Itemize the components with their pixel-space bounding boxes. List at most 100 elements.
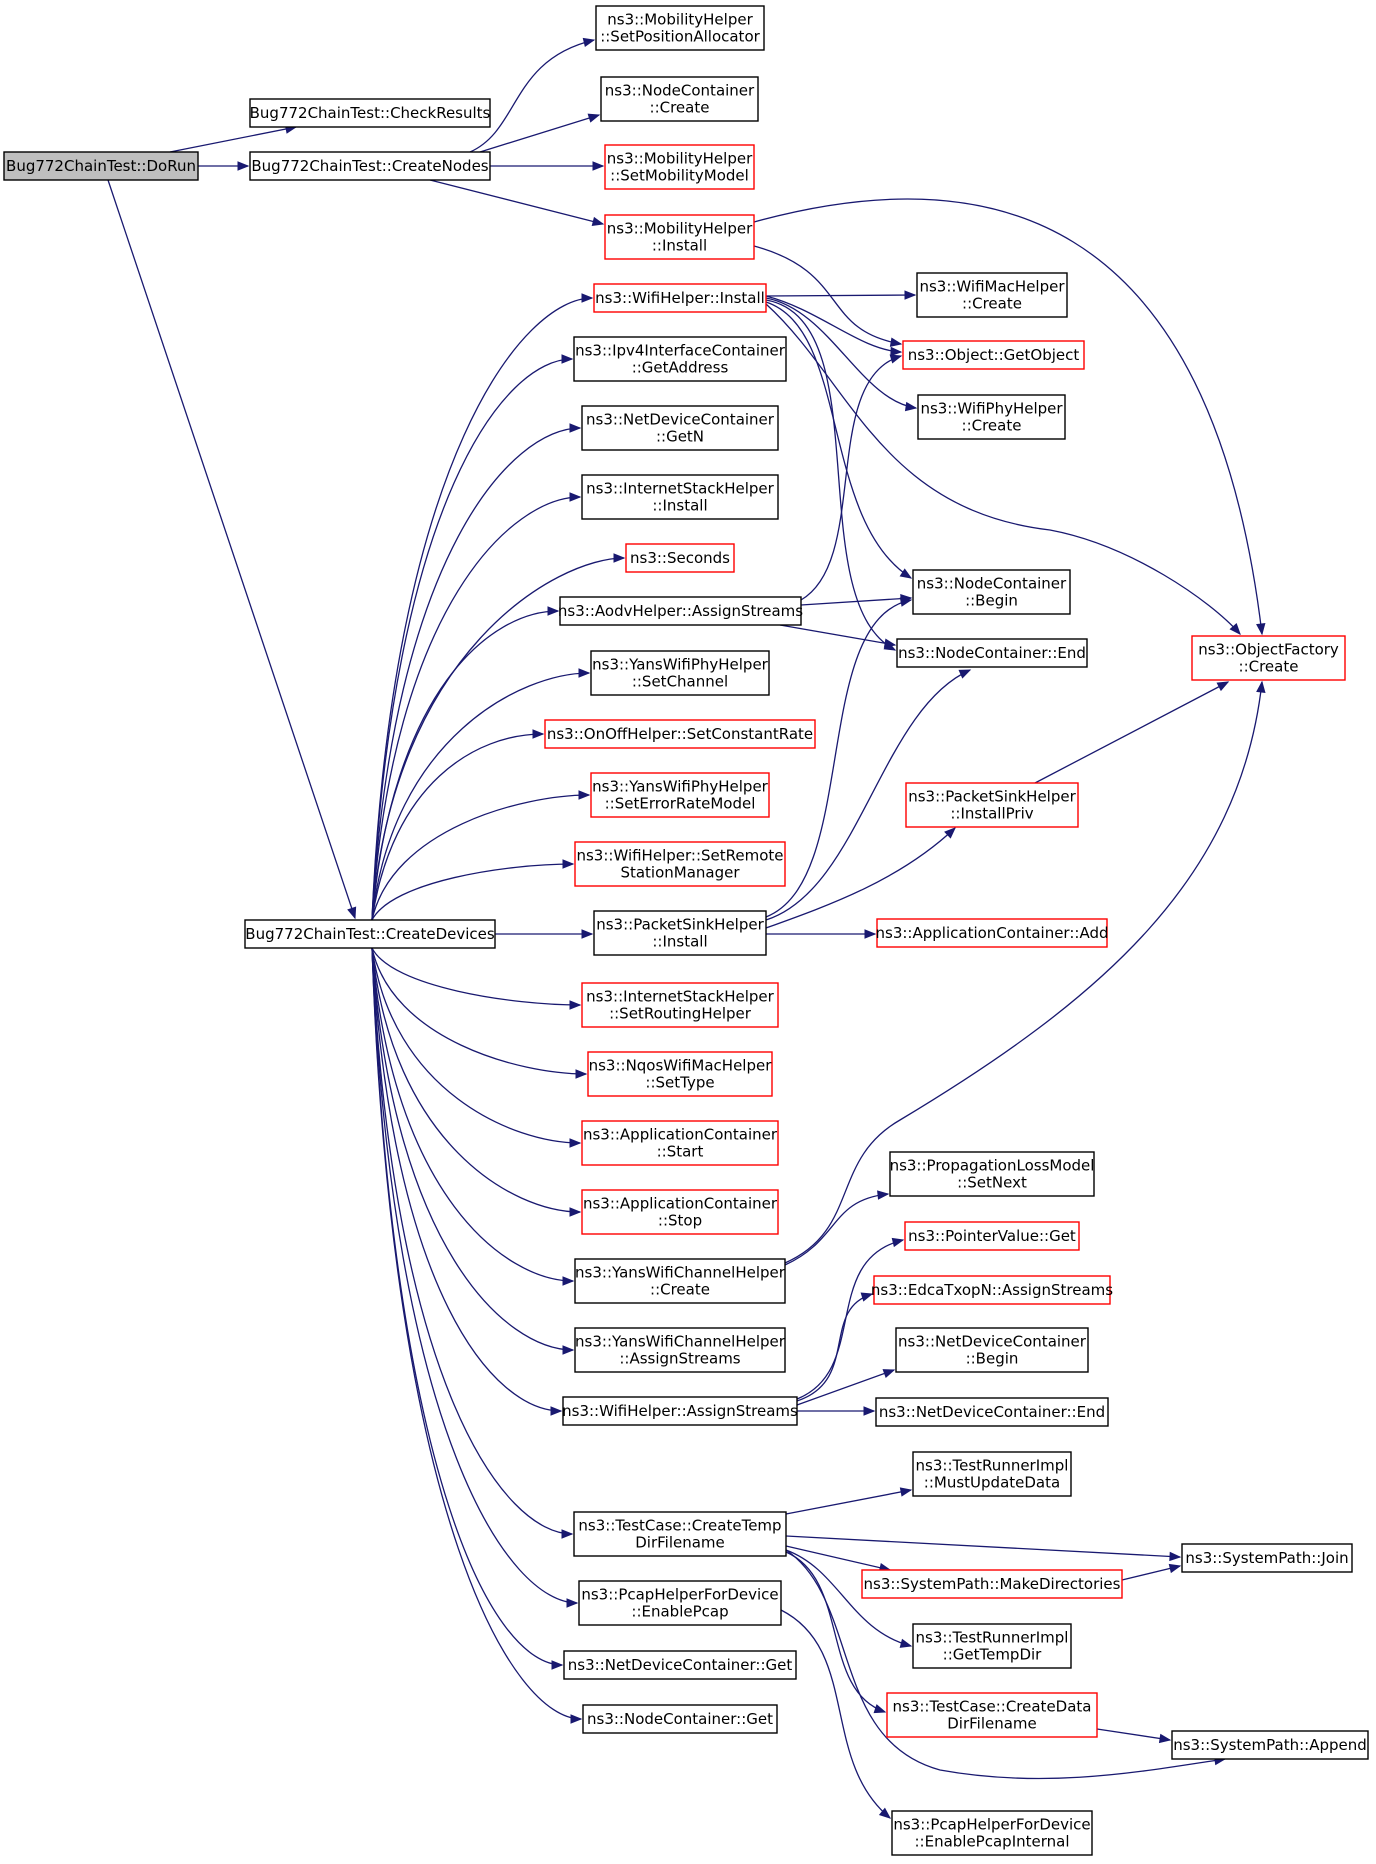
node-pshInstallPriv[interactable]: ns3::PacketSinkHelper::InstallPriv bbox=[905, 782, 1079, 828]
node-label: Bug772ChainTest::DoRun bbox=[6, 157, 196, 175]
edge-mobInstall-to-objGetObject bbox=[753, 245, 903, 347]
node-box bbox=[593, 283, 767, 313]
node-box bbox=[581, 982, 779, 1028]
node-pcapEnable[interactable]: ns3::PcapHelperForDevice::EnablePcap bbox=[578, 1580, 782, 1626]
node-label: ns3::NetDeviceContainer bbox=[898, 1333, 1087, 1351]
node-box bbox=[573, 336, 787, 382]
node-ndcBegin[interactable]: ns3::NetDeviceContainer::Begin bbox=[895, 1327, 1089, 1373]
edge-createDevices-to-appStart bbox=[371, 947, 582, 1148]
node-label: ns3::NodeContainer bbox=[917, 575, 1067, 593]
node-pcapInternal[interactable]: ns3::PcapHelperForDevice::EnablePcapInte… bbox=[891, 1810, 1093, 1856]
node-yansPhySetChannel[interactable]: ns3::YansWifiPhyHelper::SetChannel bbox=[590, 650, 770, 696]
node-plmSetNext[interactable]: ns3::PropagationLossModel::SetNext bbox=[889, 1151, 1095, 1197]
node-box bbox=[861, 1569, 1123, 1599]
node-label: ::Begin bbox=[966, 1350, 1019, 1368]
node-label: ns3::Ipv4InterfaceContainer bbox=[575, 342, 786, 360]
node-spJoin[interactable]: ns3::SystemPath::Join bbox=[1181, 1543, 1353, 1573]
node-aodvAssign[interactable]: ns3::AodvHelper::AssignStreams bbox=[558, 596, 803, 626]
node-label: ::EnablePcapInternal bbox=[914, 1833, 1069, 1851]
edge-pshInstallPriv-to-objFactCreate bbox=[1034, 681, 1230, 784]
node-label: ns3::YansWifiChannelHelper bbox=[575, 1333, 786, 1351]
node-createNodes[interactable]: Bug772ChainTest::CreateNodes bbox=[249, 151, 491, 181]
node-appStart[interactable]: ns3::ApplicationContainer::Start bbox=[581, 1120, 779, 1166]
node-wifiAssign[interactable]: ns3::WifiHelper::AssignStreams bbox=[562, 1396, 798, 1426]
edge-yansChCreate-to-plmSetNext bbox=[784, 1190, 890, 1266]
node-pshInstall[interactable]: ns3::PacketSinkHelper::Install bbox=[593, 910, 767, 956]
node-spAppend[interactable]: ns3::SystemPath::Append bbox=[1171, 1730, 1369, 1760]
edge-yansChCreate-to-objFactCreate bbox=[784, 680, 1266, 1264]
node-trGetTemp[interactable]: ns3::TestRunnerImpl::GetTempDir bbox=[912, 1623, 1072, 1669]
node-box bbox=[625, 543, 735, 573]
edge-mobInstall-to-objFactCreate bbox=[753, 198, 1266, 636]
edge-wifiInstall-to-objFactCreate bbox=[765, 303, 1241, 636]
node-checkResults[interactable]: Bug772ChainTest::CheckResults bbox=[249, 98, 491, 128]
node-label: ns3::NodeContainer::Get bbox=[587, 1710, 773, 1728]
node-box bbox=[886, 1692, 1098, 1738]
node-label: ns3::WifiMacHelper bbox=[919, 278, 1065, 296]
edge-wifiInstall-to-wifiPhyCreate bbox=[765, 297, 918, 412]
node-wifiMacCreate[interactable]: ns3::WifiMacHelper::Create bbox=[916, 272, 1068, 318]
node-box bbox=[889, 1151, 1095, 1197]
node-createDevices[interactable]: Bug772ChainTest::CreateDevices bbox=[244, 919, 496, 949]
edge-tcCreateTemp-to-tcCreateData bbox=[785, 1551, 887, 1714]
node-label: ns3::Object::GetObject bbox=[908, 346, 1080, 364]
node-box bbox=[917, 394, 1066, 440]
node-nqosSetType[interactable]: ns3::NqosWifiMacHelper::SetType bbox=[587, 1051, 773, 1097]
edge-createDevices-to-aodvAssign bbox=[371, 606, 560, 921]
node-label: ns3::PropagationLossModel bbox=[890, 1157, 1095, 1175]
node-label: ns3::WifiHelper::Install bbox=[595, 289, 765, 307]
node-seconds[interactable]: ns3::Seconds bbox=[625, 543, 735, 573]
node-wifiPhyCreate[interactable]: ns3::WifiPhyHelper::Create bbox=[917, 394, 1066, 440]
node-ncCreate[interactable]: ns3::NodeContainer::Create bbox=[600, 76, 759, 122]
node-yansChAssign[interactable]: ns3::YansWifiChannelHelper::AssignStream… bbox=[574, 1327, 786, 1373]
node-label: ::SetNext bbox=[957, 1174, 1027, 1192]
node-appStop[interactable]: ns3::ApplicationContainer::Stop bbox=[581, 1189, 779, 1235]
node-ncBegin[interactable]: ns3::NodeContainer::Begin bbox=[912, 569, 1071, 615]
node-onoffSetRate[interactable]: ns3::OnOffHelper::SetConstantRate bbox=[544, 719, 816, 749]
node-label: ::Create bbox=[650, 1281, 710, 1299]
edge-wifiAssign-to-ndcEnd bbox=[797, 1406, 876, 1416]
node-box bbox=[896, 638, 1088, 668]
node-mobSetPos[interactable]: ns3::MobilityHelper::SetPositionAllocato… bbox=[595, 5, 765, 51]
node-ndcGet[interactable]: ns3::NetDeviceContainer::Get bbox=[563, 1650, 797, 1680]
node-yansPhySetErr[interactable]: ns3::YansWifiPhyHelper::SetErrorRateMode… bbox=[590, 772, 770, 818]
node-box bbox=[600, 76, 759, 122]
node-label: ns3::OnOffHelper::SetConstantRate bbox=[547, 725, 813, 743]
node-box bbox=[581, 1189, 779, 1235]
node-ishInstall[interactable]: ns3::InternetStackHelper::Install bbox=[581, 474, 779, 520]
node-appAdd[interactable]: ns3::ApplicationContainer::Add bbox=[876, 918, 1109, 948]
node-spMakeDirs[interactable]: ns3::SystemPath::MakeDirectories bbox=[861, 1569, 1123, 1599]
node-box bbox=[581, 1120, 779, 1166]
node-ndcGetN[interactable]: ns3::NetDeviceContainer::GetN bbox=[581, 405, 779, 451]
node-label: ::Install bbox=[652, 497, 707, 515]
node-wifiInstall[interactable]: ns3::WifiHelper::Install bbox=[593, 283, 767, 313]
node-edcaAssign[interactable]: ns3::EdcaTxopN::AssignStreams bbox=[871, 1275, 1113, 1305]
node-ncGet[interactable]: ns3::NodeContainer::Get bbox=[582, 1704, 778, 1734]
node-doRun[interactable]: Bug772ChainTest::DoRun bbox=[3, 151, 199, 181]
node-yansChCreate[interactable]: ns3::YansWifiChannelHelper::Create bbox=[574, 1258, 786, 1304]
node-label: ns3::ApplicationContainer bbox=[583, 1195, 778, 1213]
node-label: ns3::NetDeviceContainer bbox=[586, 411, 775, 429]
node-objFactCreate[interactable]: ns3::ObjectFactory::Create bbox=[1191, 635, 1346, 681]
node-label: ns3::InternetStackHelper bbox=[586, 988, 774, 1006]
node-ncEnd[interactable]: ns3::NodeContainer::End bbox=[896, 638, 1088, 668]
node-label: ::Begin bbox=[965, 592, 1018, 610]
node-label: ::Stop bbox=[658, 1212, 702, 1230]
node-box bbox=[3, 151, 199, 181]
node-label: ns3::MobilityHelper bbox=[607, 150, 753, 168]
edge-createDevices-to-wifiSetRemote bbox=[371, 859, 575, 921]
node-mobSetModel[interactable]: ns3::MobilityHelper::SetMobilityModel bbox=[604, 144, 755, 190]
node-objGetObject[interactable]: ns3::Object::GetObject bbox=[902, 340, 1085, 370]
node-label: ns3::WifiHelper::AssignStreams bbox=[562, 1402, 798, 1420]
node-ipv4GetAddr[interactable]: ns3::Ipv4InterfaceContainer::GetAddress bbox=[573, 336, 787, 382]
node-label: ::GetTempDir bbox=[943, 1646, 1043, 1664]
node-ishSetRouting[interactable]: ns3::InternetStackHelper::SetRoutingHelp… bbox=[581, 982, 779, 1028]
node-mobInstall[interactable]: ns3::MobilityHelper::Install bbox=[604, 214, 755, 260]
node-label: ns3::SystemPath::MakeDirectories bbox=[864, 1575, 1121, 1593]
node-pvGet[interactable]: ns3::PointerValue::Get bbox=[904, 1221, 1080, 1251]
node-trMustUpdate[interactable]: ns3::TestRunnerImpl::MustUpdateData bbox=[912, 1451, 1072, 1497]
node-ndcEnd[interactable]: ns3::NetDeviceContainer::End bbox=[875, 1397, 1109, 1427]
